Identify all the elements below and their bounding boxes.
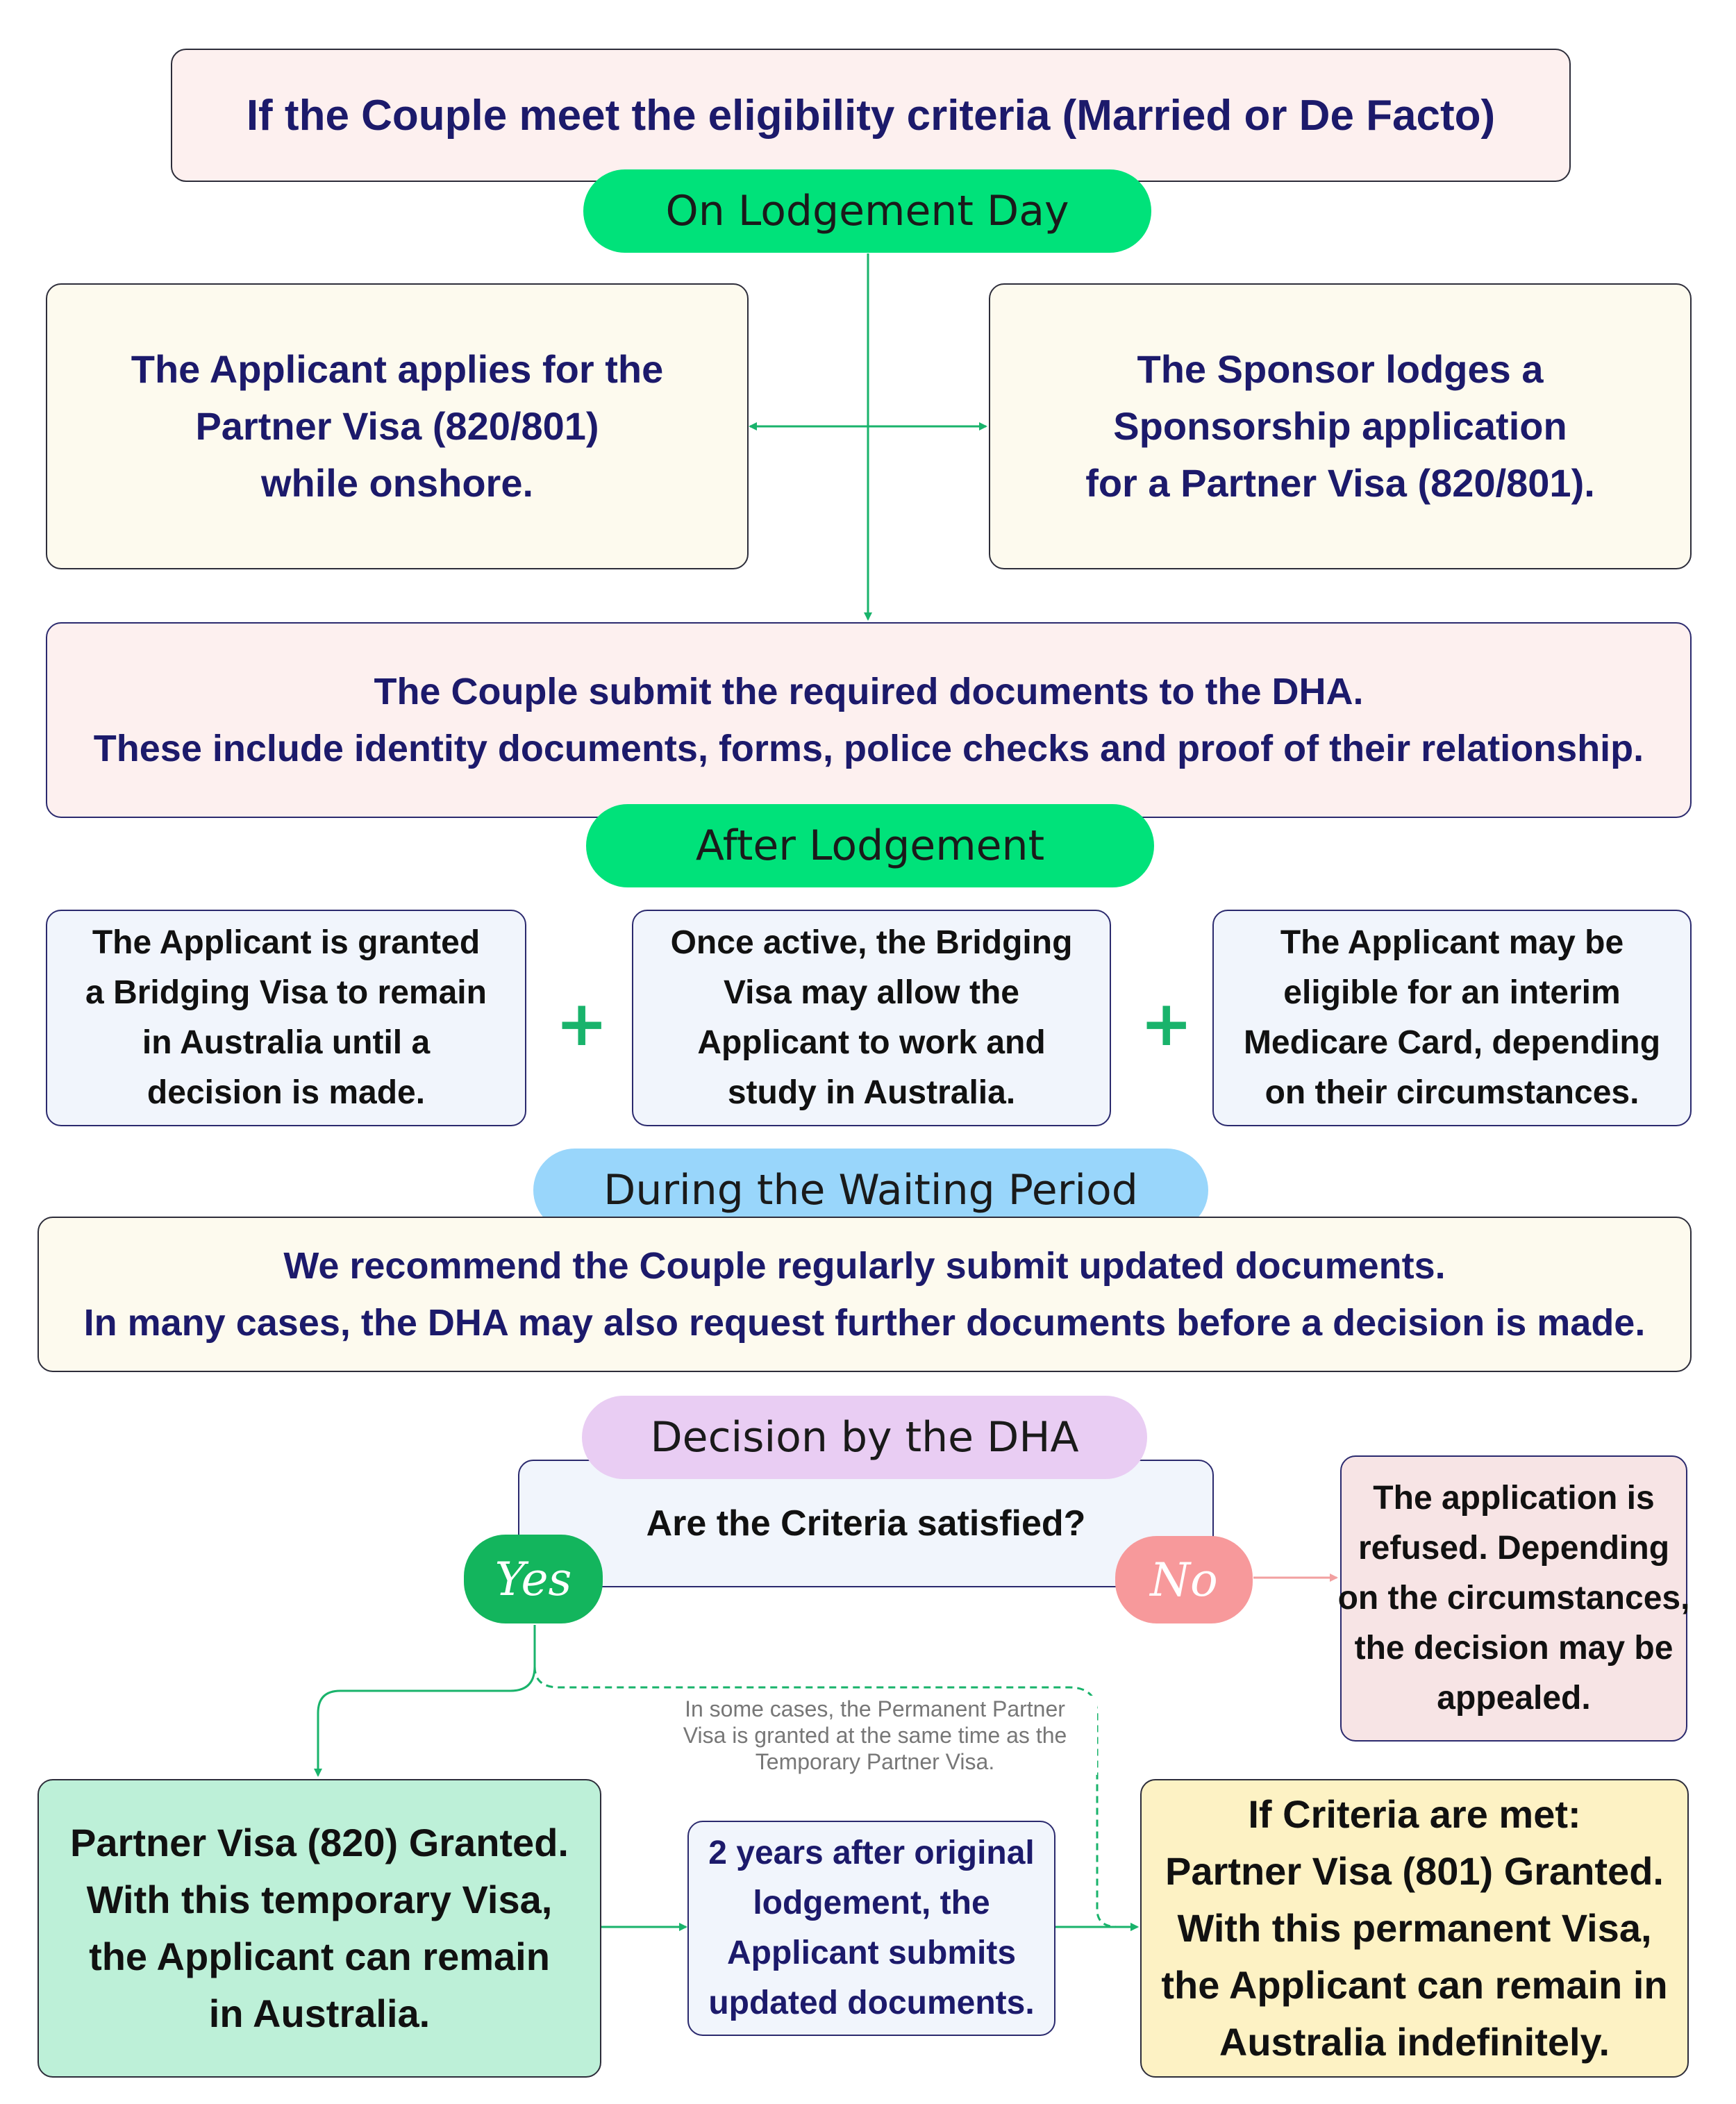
permanent-visa-box: If Criteria are met: Partner Visa (801) …	[1140, 1779, 1689, 2078]
medicare-line-2: eligible for an interim	[1283, 974, 1621, 1011]
no-badge: No	[1115, 1536, 1253, 1623]
work-line-1: Once active, the Bridging	[670, 924, 1073, 961]
bridging-line-4: decision is made.	[147, 1074, 426, 1111]
concurrent-grant-note: In some cases, the Permanent Partner Vis…	[653, 1696, 1097, 1775]
arrow-yes-to-temporary	[314, 1625, 536, 1777]
bridging-line-3: in Australia until a	[142, 1024, 431, 1061]
criteria-question-text: Are the Criteria satisfied?	[646, 1503, 1086, 1544]
temporary-line-4: in Australia.	[208, 1992, 431, 2035]
waiting-period-box: We recommend the Couple regularly submit…	[37, 1217, 1692, 1372]
applicant-line-3: while onshore.	[260, 461, 534, 505]
refused-line-5: appealed.	[1437, 1680, 1591, 1717]
work-study-box: Once active, the Bridging Visa may allow…	[632, 910, 1111, 1126]
documents-line-2: These include identity documents, forms,…	[93, 728, 1644, 769]
yes-label: Yes	[494, 1552, 572, 1606]
plus-icon-1: +	[556, 987, 608, 1060]
stage-after-lodgement: After Lodgement	[586, 804, 1154, 887]
stage-waiting-period-label: During the Waiting Period	[603, 1166, 1138, 1214]
temporary-visa-box: Partner Visa (820) Granted. With this te…	[37, 1779, 601, 2078]
title-box: If the Couple meet the eligibility crite…	[171, 49, 1571, 182]
permanent-line-5: Australia indefinitely.	[1219, 2020, 1610, 2064]
refused-line-3: on the circumstances,	[1337, 1580, 1690, 1617]
applicant-line-2: Partner Visa (820/801)	[195, 404, 599, 448]
work-line-3: Applicant to work and	[697, 1024, 1046, 1061]
stage-decision: Decision by the DHA	[582, 1396, 1147, 1479]
documents-line-1: The Couple submit the required documents…	[374, 671, 1364, 712]
temporary-line-2: With this temporary Visa,	[86, 1878, 553, 1921]
waiting-line-1: We recommend the Couple regularly submit…	[283, 1245, 1446, 1287]
applicant-box: The Applicant applies for the Partner Vi…	[46, 283, 749, 569]
temporary-line-1: Partner Visa (820) Granted.	[70, 1821, 569, 1864]
stage-after-lodgement-label: After Lodgement	[695, 821, 1045, 870]
no-label: No	[1150, 1553, 1218, 1607]
medicare-line-1: The Applicant may be	[1280, 924, 1624, 961]
work-line-2: Visa may allow the	[724, 974, 1019, 1011]
stage-decision-label: Decision by the DHA	[650, 1413, 1079, 1462]
medicare-line-4: on their circumstances.	[1265, 1074, 1639, 1111]
refused-box: The application is refused. Depending on…	[1337, 1455, 1690, 1742]
plus-icon-2: +	[1140, 987, 1193, 1060]
two-years-line-3: Applicant submits	[726, 1935, 1017, 1971]
refused-line-2: refused. Depending	[1358, 1530, 1670, 1567]
two-years-line-2: lodgement, the	[753, 1885, 990, 1921]
refused-line-1: The application is	[1373, 1480, 1655, 1517]
two-years-box: 2 years after original lodgement, the Ap…	[687, 1821, 1055, 2036]
stage-lodgement-day-label: On Lodgement Day	[665, 187, 1069, 235]
waiting-line-2: In many cases, the DHA may also request …	[83, 1302, 1646, 1344]
sponsor-box: The Sponsor lodges a Sponsorship applica…	[989, 283, 1692, 569]
sponsor-line-3: for a Partner Visa (820/801).	[1085, 461, 1595, 505]
work-line-4: study in Australia.	[727, 1074, 1016, 1111]
permanent-line-3: With this permanent Visa,	[1177, 1906, 1652, 1950]
permanent-line-2: Partner Visa (801) Granted.	[1165, 1849, 1664, 1893]
bridging-line-2: a Bridging Visa to remain	[85, 974, 487, 1011]
bridging-visa-box: The Applicant is granted a Bridging Visa…	[46, 910, 526, 1126]
permanent-line-1: If Criteria are met:	[1248, 1792, 1581, 1836]
sponsor-line-2: Sponsorship application	[1113, 404, 1567, 448]
sponsor-line-1: The Sponsor lodges a	[1137, 347, 1544, 391]
refused-line-4: the decision may be	[1354, 1630, 1674, 1667]
note-line-1: In some cases, the Permanent Partner	[685, 1696, 1065, 1721]
stage-lodgement-day: On Lodgement Day	[583, 169, 1151, 253]
medicare-box: The Applicant may be eligible for an int…	[1212, 910, 1692, 1126]
yes-badge: Yes	[464, 1535, 603, 1623]
two-years-line-1: 2 years after original	[708, 1835, 1035, 1871]
medicare-line-3: Medicare Card, depending	[1243, 1024, 1661, 1061]
temporary-line-3: the Applicant can remain	[89, 1935, 550, 1978]
permanent-line-4: the Applicant can remain in	[1161, 1963, 1668, 2007]
bridging-line-1: The Applicant is granted	[92, 924, 481, 961]
title-text: If the Couple meet the eligibility crite…	[246, 91, 1496, 140]
two-years-line-4: updated documents.	[708, 1985, 1035, 2021]
note-line-3: Temporary Partner Visa.	[755, 1749, 995, 1774]
documents-box: The Couple submit the required documents…	[46, 622, 1692, 818]
note-line-2: Visa is granted at the same time as the	[683, 1723, 1067, 1748]
applicant-line-1: The Applicant applies for the	[131, 347, 664, 391]
